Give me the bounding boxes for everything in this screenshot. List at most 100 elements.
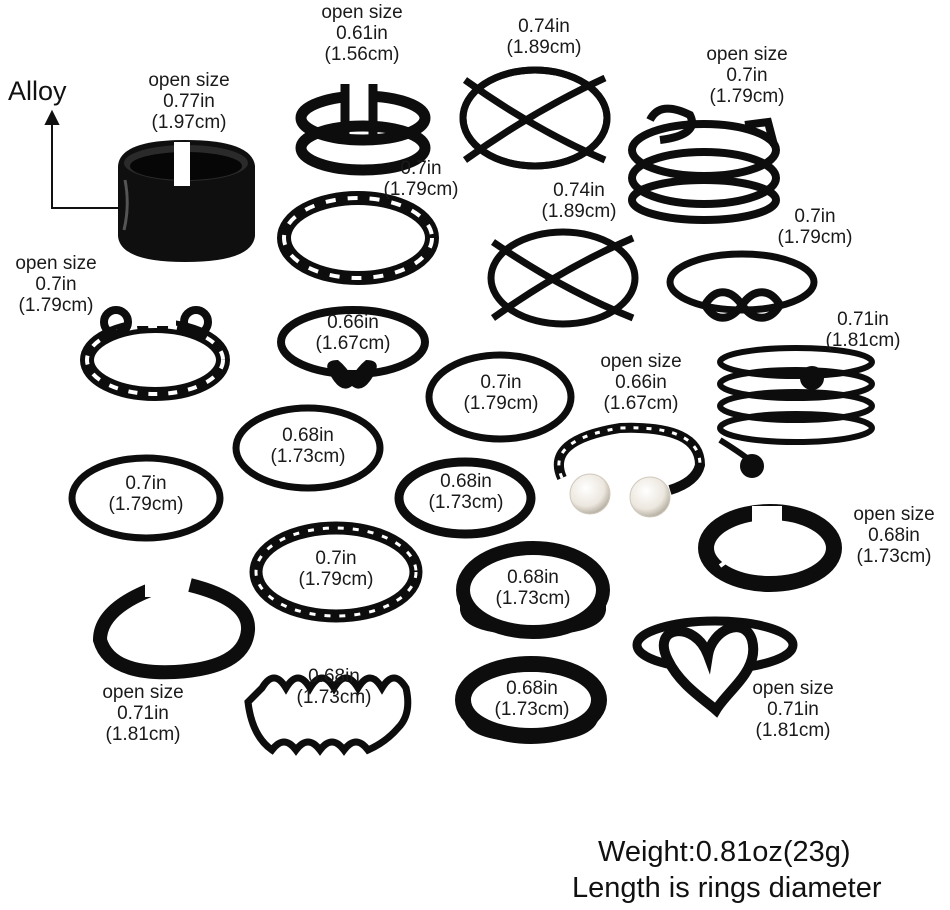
size-label-line: 0.68in — [506, 678, 558, 699]
alloy-pointer-arrow — [44, 109, 128, 209]
size-label-line: 0.66in — [615, 372, 667, 393]
size-label-line: 0.68in — [440, 471, 492, 492]
size-label-line: (1.73cm) — [296, 687, 372, 708]
size-label-line: 0.68in — [507, 567, 559, 588]
material-label: Alloy — [8, 76, 67, 106]
size-label-line: (1.73cm) — [856, 546, 932, 567]
size-label-line: 0.68in — [868, 525, 920, 546]
size-label-line: (1.79cm) — [18, 295, 94, 316]
open-chain-ring — [80, 300, 230, 401]
infinity-ring-size-label: 0.7in(1.79cm) — [778, 206, 853, 248]
size-label-line: 0.74in — [518, 16, 570, 37]
size-label-line: open size — [102, 682, 184, 703]
flat-band-ring-a-size-label: 0.68in(1.73cm) — [496, 567, 571, 609]
plain-thin-ring-a-size-label: 0.68in(1.73cm) — [271, 425, 346, 467]
spiral-coil-ring — [717, 345, 875, 478]
size-label-line: 0.7in — [315, 548, 357, 569]
size-label-line: open size — [321, 2, 403, 23]
size-label-line: (1.81cm) — [825, 330, 901, 351]
textured-thin-ring-size-label: 0.7in(1.79cm) — [464, 372, 539, 414]
flat-band-ring-b-size-label: 0.68in(1.73cm) — [495, 678, 570, 720]
spiral-coil-ring-size-label: 0.71in(1.81cm) — [826, 309, 901, 351]
size-label-line: open size — [752, 678, 834, 699]
size-label-line: open size — [15, 253, 97, 274]
diameter-note: Length is rings diameter — [572, 872, 882, 904]
size-label-line: (1.89cm) — [541, 201, 617, 222]
wavy-ring — [244, 674, 412, 756]
size-label-line: 0.7in — [400, 158, 442, 179]
size-label-line: 0.7in — [480, 372, 522, 393]
plain-thin-ring-c — [394, 457, 536, 539]
size-label-line: (1.81cm) — [105, 724, 181, 745]
plain-thin-ring-c-size-label: 0.68in(1.73cm) — [429, 471, 504, 513]
size-label-line: (1.97cm) — [151, 112, 227, 133]
size-label-line: (1.89cm) — [506, 37, 582, 58]
butterfly-ring-size-label: 0.66in(1.67cm) — [316, 312, 391, 354]
size-label-line: (1.79cm) — [709, 86, 785, 107]
double-band-open-ring — [295, 82, 431, 176]
size-label-line: 0.7in — [794, 206, 836, 227]
plain-thin-ring-b — [68, 454, 224, 542]
size-label-line: 0.71in — [837, 309, 889, 330]
plain-thin-ring-a — [232, 404, 384, 492]
criss-cross-ring-middle-size-label: 0.74in(1.89cm) — [542, 180, 617, 222]
size-label-line: (1.56cm) — [324, 44, 400, 65]
chain-link-ring — [277, 191, 439, 285]
criss-cross-ring-middle — [487, 228, 639, 328]
size-label-line: (1.67cm) — [315, 333, 391, 354]
size-label-line: open size — [148, 70, 230, 91]
size-label-line: open size — [853, 504, 935, 525]
size-label-line: (1.79cm) — [383, 179, 459, 200]
infinity-ring — [666, 250, 818, 322]
size-label-line: (1.73cm) — [428, 492, 504, 513]
size-label-line: 0.77in — [163, 91, 215, 112]
size-label-line: open size — [706, 44, 788, 65]
size-label-line: 0.71in — [117, 703, 169, 724]
criss-cross-ring-top — [459, 66, 611, 170]
wide-band-ring — [118, 140, 255, 262]
size-label-line: open size — [600, 351, 682, 372]
wavy-ring-size-label: 0.68in(1.73cm) — [297, 666, 372, 708]
butterfly-ring — [277, 306, 429, 389]
size-label-line: 0.61in — [336, 23, 388, 44]
heart-open-ring — [632, 616, 798, 718]
size-label-line: 0.7in — [726, 65, 768, 86]
twisted-rope-ring-size-label: 0.7in(1.79cm) — [299, 548, 374, 590]
size-label-line: (1.73cm) — [495, 588, 571, 609]
size-label-line: 0.71in — [767, 699, 819, 720]
size-label-line: (1.67cm) — [603, 393, 679, 414]
twist-open-ring — [92, 575, 255, 680]
criss-cross-ring-top-size-label: 0.74in(1.89cm) — [507, 16, 582, 58]
size-label-line: (1.73cm) — [270, 446, 346, 467]
size-label-line: 0.7in — [35, 274, 77, 295]
heart-cutout-open-ring — [698, 504, 842, 592]
triple-wrap-open-ring — [628, 104, 780, 224]
size-label-line: (1.81cm) — [755, 720, 831, 741]
pearl-twist-open-ring — [553, 422, 706, 518]
size-label-line: (1.79cm) — [108, 494, 184, 515]
textured-thin-ring — [425, 351, 575, 443]
size-label-line: 0.7in — [125, 473, 167, 494]
chain-link-ring-size-label: 0.7in(1.79cm) — [384, 158, 459, 200]
size-label-line: (1.79cm) — [777, 227, 853, 248]
size-label-line: (1.79cm) — [463, 393, 539, 414]
flat-band-ring-b — [455, 656, 607, 744]
size-label-line: 0.68in — [308, 666, 360, 687]
weight-text: Weight:0.81oz(23g) — [598, 836, 851, 868]
size-label-line: (1.73cm) — [494, 699, 570, 720]
plain-thin-ring-b-size-label: 0.7in(1.79cm) — [109, 473, 184, 515]
flat-band-ring-a — [456, 541, 610, 639]
twisted-rope-ring — [249, 521, 423, 623]
size-label-line: (1.79cm) — [298, 569, 374, 590]
size-label-line: 0.66in — [327, 312, 379, 333]
